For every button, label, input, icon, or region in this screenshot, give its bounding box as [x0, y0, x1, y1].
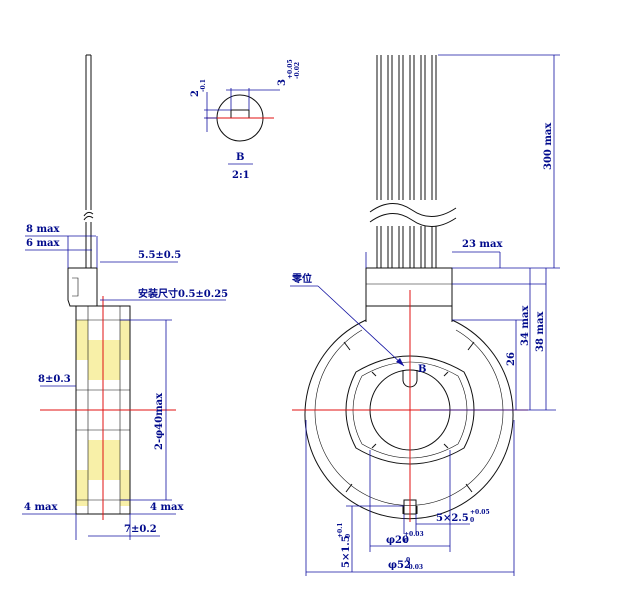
dim-7-0-2: 7±0.2: [124, 524, 157, 535]
dim-5x1-5-tol-lower: 0: [345, 534, 352, 538]
dim-26: 26: [506, 352, 517, 366]
dim-5x2-5-tol-upper: +0.05: [470, 509, 490, 516]
detail-label: B: [236, 152, 244, 163]
detail-width-label: 3: [277, 79, 288, 86]
detail-b: 2 -0.1 3 +0.05 -0.02 B 2:1: [190, 59, 301, 181]
detail-width-tol-upper: +0.05: [287, 59, 294, 79]
dim-23: 23 max: [462, 239, 503, 250]
dim-4max-left: 4 max: [24, 502, 59, 513]
dim-d52-tol-upper: 0: [406, 557, 410, 564]
detail-depth-tol: -0.1: [200, 79, 207, 92]
dim-34: 34 max: [520, 305, 531, 346]
dim-8max: 8 max: [26, 224, 61, 235]
dim-d52: φ52: [388, 560, 411, 571]
dim-dia40: 2-φ40max: [154, 392, 165, 450]
rotor-plate: [345, 355, 475, 465]
dim-d20-tol-lower: 0: [404, 538, 408, 545]
dim-5x1-5: 5×1.5: [341, 535, 352, 568]
dim-d52-tol-lower: -0.03: [406, 564, 423, 571]
label-zero: 零位: [291, 272, 312, 285]
dim-d20-tol-upper: +0.03: [404, 531, 424, 538]
dim-5x2-5: 5×2.5: [436, 513, 469, 524]
outer-ring: [304, 319, 514, 520]
dim-5x2-5-tol-lower: 0: [470, 517, 474, 524]
dim-4max-right: 4 max: [150, 502, 185, 513]
dim-8-0-3: 8±0.3: [38, 374, 71, 385]
dim-d20: φ20: [386, 535, 409, 546]
detail-width-tol-lower: -0.02: [294, 62, 301, 79]
dim-6max: 6 max: [26, 238, 61, 249]
side-view: 8 max 6 max 5.5±0.5 安装尺寸0.5±0.25 8±0.3 2…: [22, 54, 228, 540]
detail-depth-label: 2: [190, 90, 201, 97]
dim-38: 38 max: [535, 311, 546, 352]
dim-5-5: 5.5±0.5: [138, 250, 181, 261]
dim-5x1-5-tol-upper: +0.1: [337, 523, 344, 538]
dim-mount: 安装尺寸0.5±0.25: [138, 287, 228, 300]
dim-300: 300 max: [543, 122, 554, 170]
front-view: 零位 B 300 max 23 max 26 34 max 38 max 5×2…: [290, 54, 560, 576]
detail-slot: [217, 109, 263, 119]
label-b: B: [418, 364, 426, 375]
wire-bundle: [369, 55, 457, 268]
detail-scale: 2:1: [232, 170, 250, 181]
